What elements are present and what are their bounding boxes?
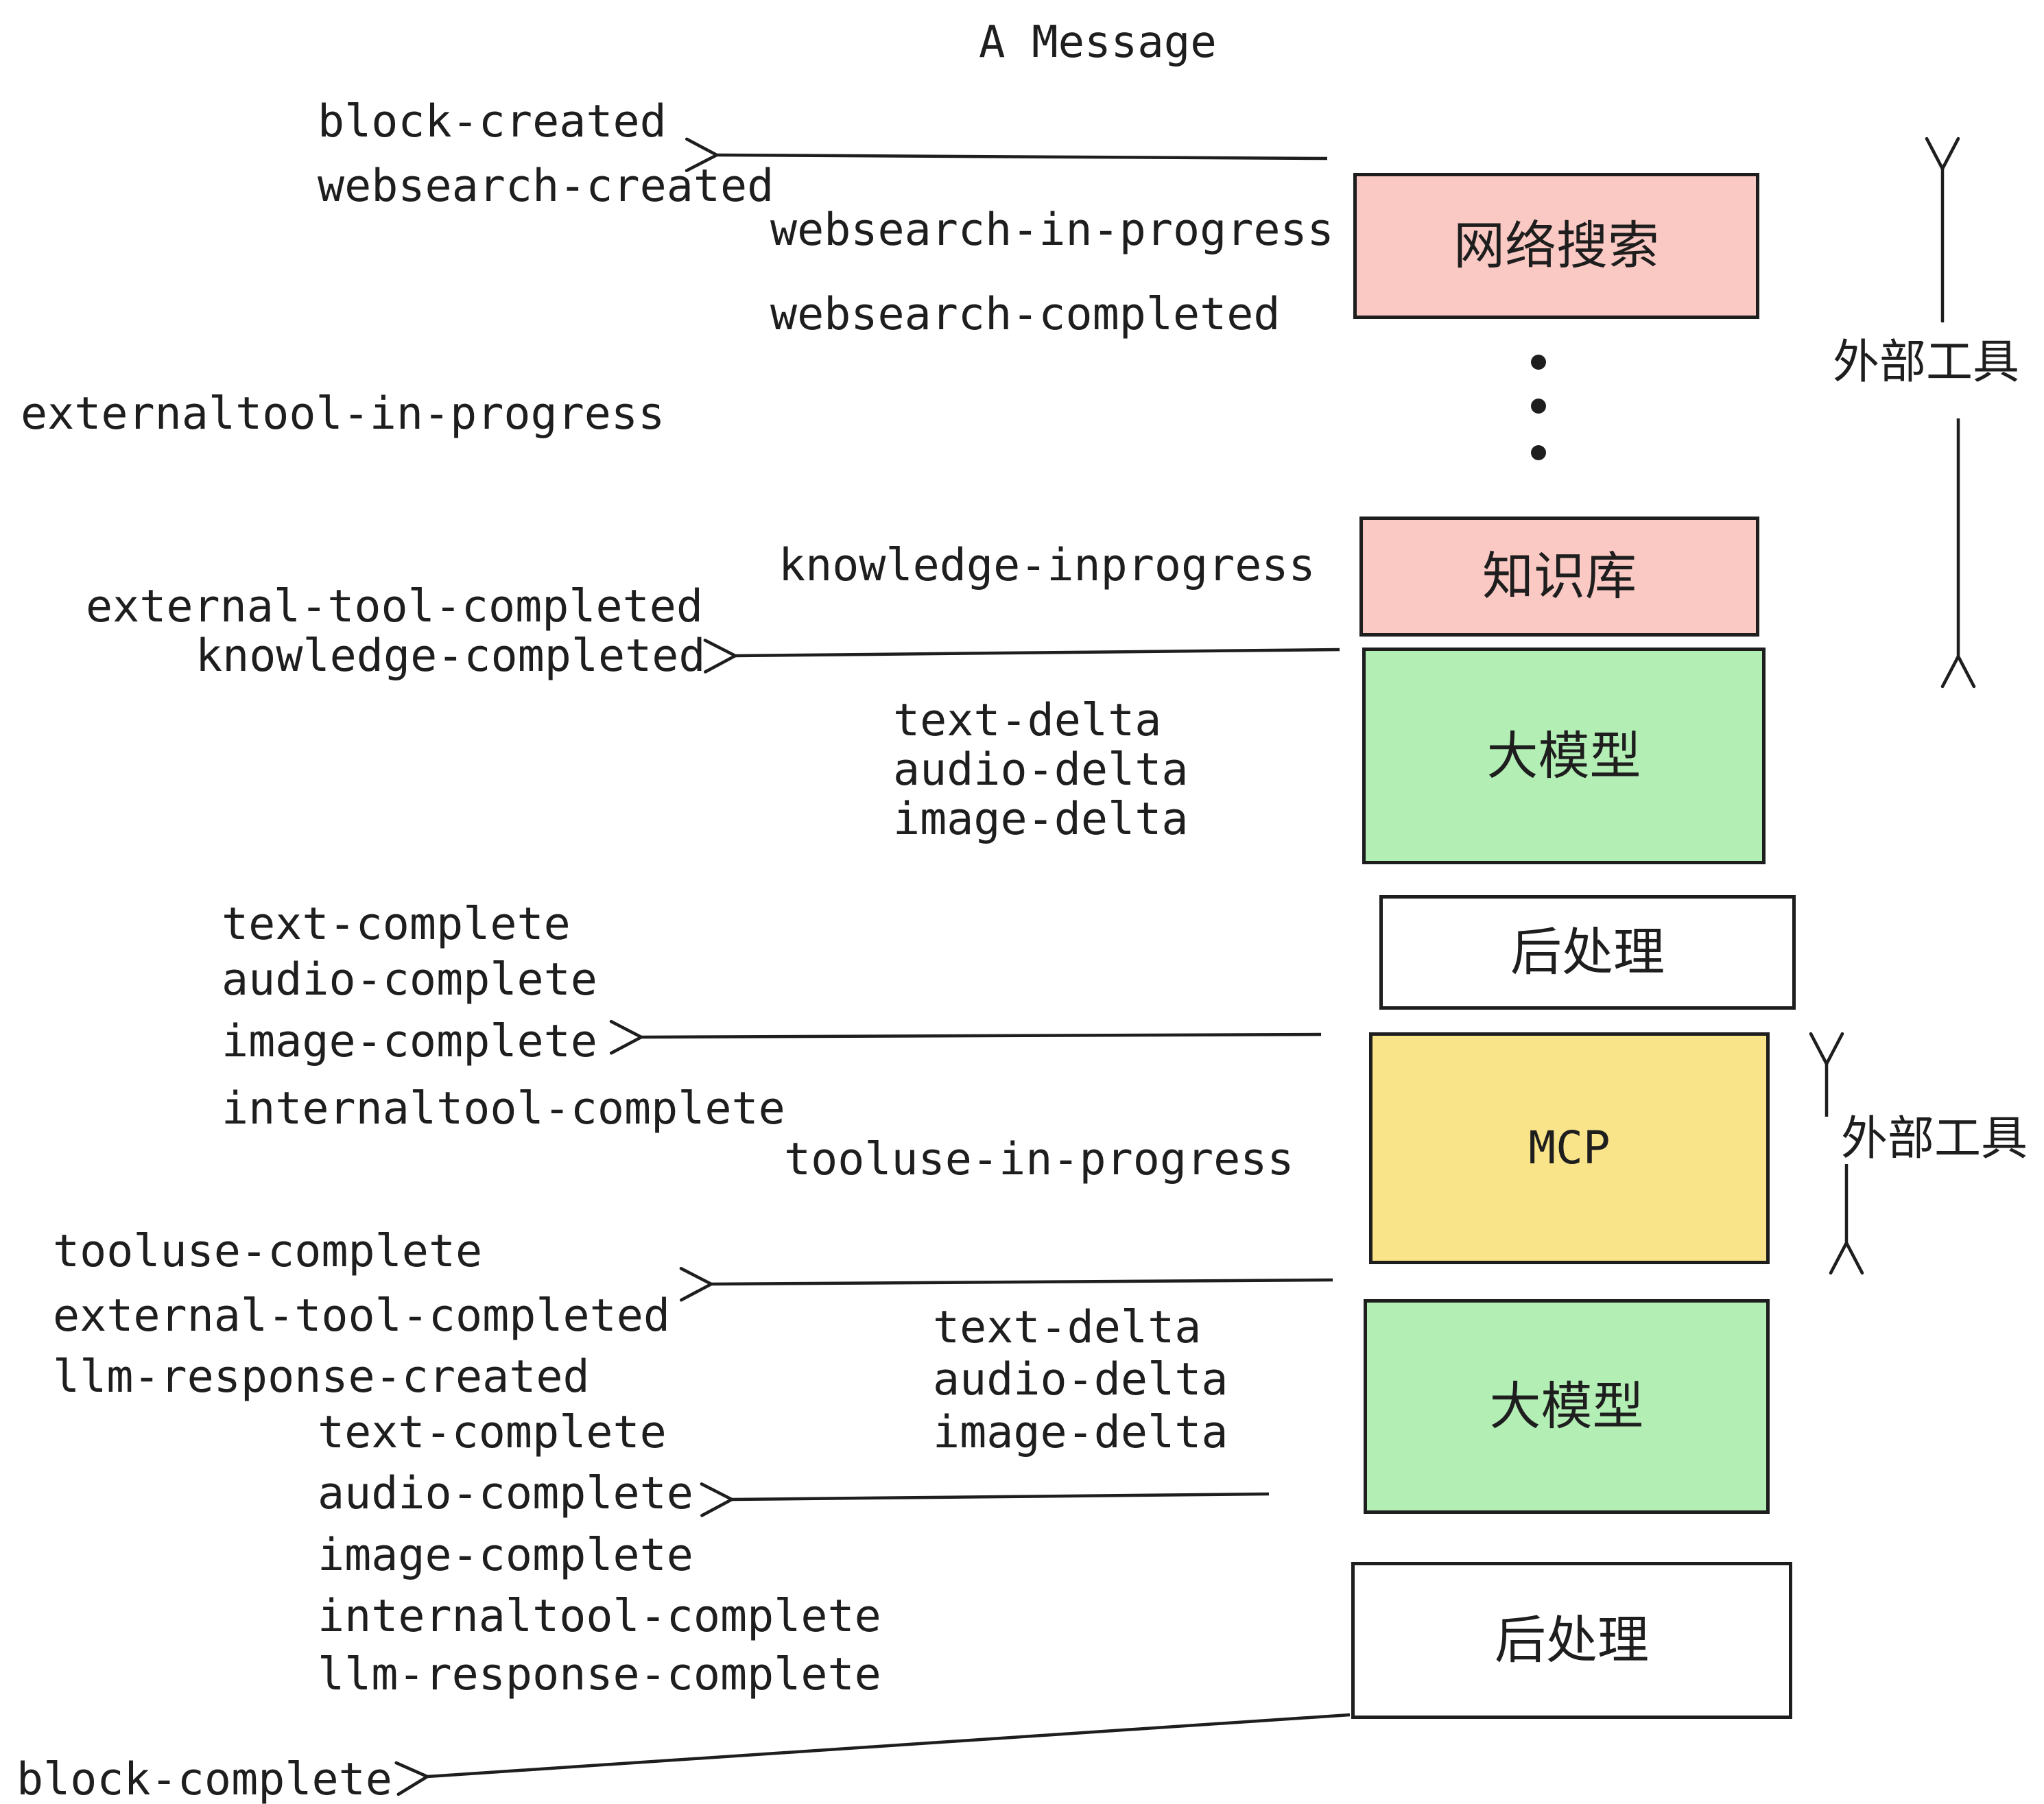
box-mcp: MCP	[1369, 1032, 1770, 1264]
arrow-to-block-complete	[394, 1713, 1351, 1796]
box-websearch-label: 网络搜索	[1453, 215, 1659, 276]
event-tooluse-in-progress: tooluse-in-progress	[784, 1134, 1294, 1185]
event-text-delta-2: text-delta	[933, 1302, 1202, 1353]
event-llm-response-created: llm-response-created	[53, 1351, 590, 1403]
event-image-complete: image-complete	[222, 1016, 597, 1067]
event-external-tool-completed: external-tool-completed	[86, 581, 704, 632]
event-knowledge-inprogress: knowledge-inprogress	[779, 540, 1316, 591]
event-block-created: block-created	[318, 96, 667, 147]
event-audio-complete-2: audio-complete	[318, 1468, 693, 1519]
box-llm-1-label: 大模型	[1486, 725, 1641, 786]
external-tools-annotation-2: 外部工具	[1841, 1112, 2028, 1166]
event-text-delta: text-delta	[893, 695, 1162, 746]
event-image-delta-2: image-delta	[933, 1407, 1228, 1458]
arrow-to-tooluse-complete	[679, 1267, 1333, 1302]
box-websearch: 网络搜索	[1353, 173, 1759, 319]
diagram-title: A Message	[979, 17, 1217, 68]
event-text-complete: text-complete	[222, 899, 571, 950]
ellipsis-dot	[1531, 399, 1546, 414]
ellipsis-dot	[1531, 355, 1546, 370]
event-block-complete: block-complete	[16, 1754, 392, 1804]
arrow-to-image-complete	[609, 1019, 1322, 1055]
event-audio-complete: audio-complete	[222, 954, 597, 1006]
event-text-complete-2: text-complete	[318, 1407, 667, 1458]
arrow-to-audio-complete	[700, 1482, 1270, 1517]
arrow-to-block-created	[685, 137, 1328, 173]
external-tools-annotation-1: 外部工具	[1833, 335, 2020, 390]
event-external-tool-completed-2: external-tool-completed	[53, 1290, 671, 1342]
event-knowledge-completed: knowledge-completed	[195, 630, 706, 682]
event-tooluse-complete: tooluse-complete	[53, 1226, 483, 1277]
event-audio-delta-2: audio-delta	[933, 1354, 1228, 1405]
box-llm-2: 大模型	[1364, 1299, 1770, 1514]
event-internaltool-complete: internaltool-complete	[222, 1083, 785, 1135]
box-postprocess-1: 后处理	[1379, 895, 1796, 1010]
event-audio-delta: audio-delta	[893, 744, 1189, 796]
box-knowledge: 知识库	[1359, 517, 1759, 637]
event-websearch-created: websearch-created	[318, 161, 774, 212]
box-postprocess-1-label: 后处理	[1510, 922, 1665, 982]
event-websearch-completed: websearch-completed	[770, 289, 1281, 340]
box-llm-2-label: 大模型	[1489, 1376, 1644, 1436]
event-websearch-in-progress: websearch-in-progress	[770, 204, 1334, 256]
event-externaltool-in-progress: externaltool-in-progress	[21, 388, 665, 440]
event-internaltool-complete-2: internaltool-complete	[318, 1591, 881, 1642]
event-image-complete-2: image-complete	[318, 1530, 693, 1581]
event-image-delta: image-delta	[893, 794, 1189, 845]
arrow-to-knowledge-completed	[703, 639, 1340, 674]
box-mcp-label: MCP	[1528, 1121, 1611, 1174]
ellipsis-dot	[1531, 445, 1546, 460]
event-llm-response-complete: llm-response-complete	[318, 1649, 881, 1700]
box-knowledge-label: 知识库	[1482, 546, 1637, 606]
box-postprocess-2: 后处理	[1351, 1562, 1792, 1719]
box-postprocess-2-label: 后处理	[1494, 1610, 1649, 1670]
box-llm-1: 大模型	[1362, 648, 1766, 864]
